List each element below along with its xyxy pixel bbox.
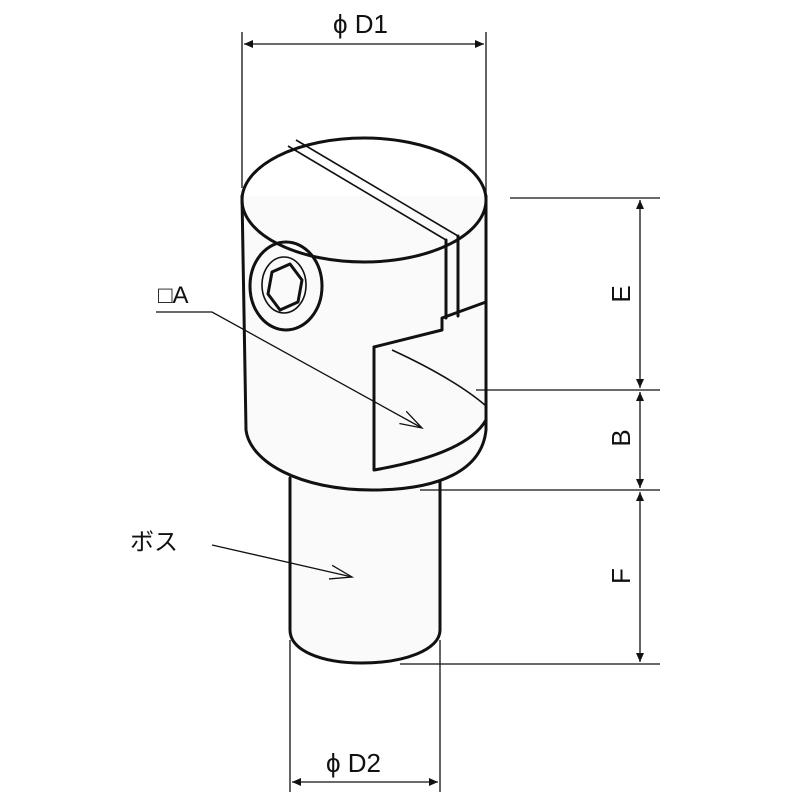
d2-label: ϕ D2	[326, 748, 381, 778]
dimension-lines	[156, 32, 660, 792]
d1-label: ϕ D1	[333, 9, 388, 39]
e-label: E	[606, 285, 636, 302]
boss-leader-line	[211, 544, 352, 577]
b-label: B	[606, 429, 636, 446]
f-label: F	[606, 568, 636, 584]
slot-side-drop	[444, 234, 460, 320]
part-outline	[240, 136, 488, 665]
set-screw-inner	[261, 256, 307, 314]
dimension-labels: ϕ D1 ϕ D2 E B F □A ボス	[130, 9, 636, 778]
notch-inner-arc	[391, 349, 487, 407]
a-leader-line	[156, 311, 422, 428]
boss-label: ボス	[130, 529, 178, 556]
top-slot	[287, 139, 459, 241]
a-label: □A	[158, 282, 189, 309]
notch-cut	[372, 300, 488, 349]
boss-cylinder	[288, 476, 442, 665]
hex-socket-icon	[266, 262, 304, 312]
main-body-side	[240, 194, 488, 492]
notch-face	[372, 345, 488, 472]
set-screw-outer	[248, 240, 324, 332]
